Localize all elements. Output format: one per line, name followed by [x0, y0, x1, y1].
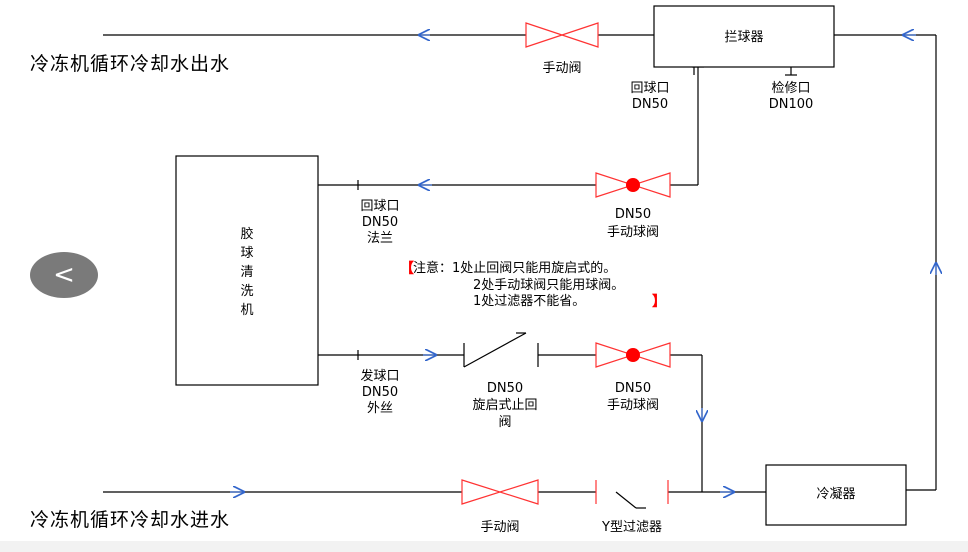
note-line-3: 1处过滤器不能省。 [473, 294, 585, 309]
note-close-bracket: 】 [652, 294, 666, 310]
ball-valve-upper-size: DN50 [615, 207, 651, 222]
cleaner-char-1: 胶 [240, 226, 253, 242]
check-valve-label: 旋启式止回 [472, 398, 537, 413]
check-valve-label-end: 阀 [498, 415, 511, 430]
ball-valve-lower-size: DN50 [615, 381, 651, 396]
manual-valve-top-label: 手动阀 [542, 61, 581, 76]
manual-valve-bottom-label: 手动阀 [480, 520, 519, 535]
cleaner-char-3: 清 [240, 265, 253, 280]
send-port-size: DN50 [362, 385, 398, 400]
ball-catcher-box [653, 5, 835, 68]
ball-valve-lower [595, 342, 671, 368]
chiller-inlet-label: 冷冻机循环冷却水进水 [30, 509, 230, 531]
manual-valve-top [525, 22, 599, 48]
send-port-label: 发球口 [360, 368, 399, 384]
ball-valve-upper-label: 手动球阀 [607, 225, 659, 240]
chiller-outlet-label: 冷冻机循环冷却水出水 [30, 53, 230, 75]
chevron-left-icon: < [53, 260, 75, 290]
send-port-type: 外丝 [367, 401, 393, 416]
service-port-label: 检修口 [771, 81, 810, 96]
bottom-strip [0, 541, 968, 552]
cleaner-char-5: 机 [240, 303, 253, 318]
ball-catcher-label: 拦球器 [724, 30, 763, 45]
ball-valve-upper [595, 172, 671, 198]
cleaner-char-4: 洗 [240, 284, 253, 299]
return-port-top-size: DN50 [632, 97, 668, 112]
cleaner-char-2: 球 [240, 246, 253, 261]
pipes [103, 34, 937, 493]
check-valve-size: DN50 [487, 381, 523, 396]
return-port-left-type: 法兰 [367, 231, 393, 246]
return-port-left-size: DN50 [362, 215, 398, 230]
y-filter [595, 480, 669, 509]
note-line-1: 注意：1处止回阀只能用旋启式的。 [413, 260, 616, 276]
manual-valve-bottom [461, 479, 539, 505]
y-filter-label: Y型过滤器 [601, 520, 662, 535]
ball-valve-lower-label: 手动球阀 [607, 398, 659, 413]
port-ticks [357, 66, 797, 360]
condenser-label: 冷凝器 [816, 486, 855, 502]
swing-check-valve [463, 332, 539, 368]
back-button[interactable]: < [30, 252, 98, 298]
flow-arrows [230, 35, 936, 492]
condenser-box [765, 464, 907, 526]
ball-cleaner-box [175, 155, 319, 386]
return-port-left-label: 回球口 [360, 199, 399, 214]
note-open-bracket: 【 [400, 261, 414, 277]
return-port-top-label: 回球口 [630, 81, 669, 96]
service-port-size: DN100 [769, 97, 814, 112]
note-line-2: 2处手动球阀只能用球阀。 [473, 278, 624, 293]
